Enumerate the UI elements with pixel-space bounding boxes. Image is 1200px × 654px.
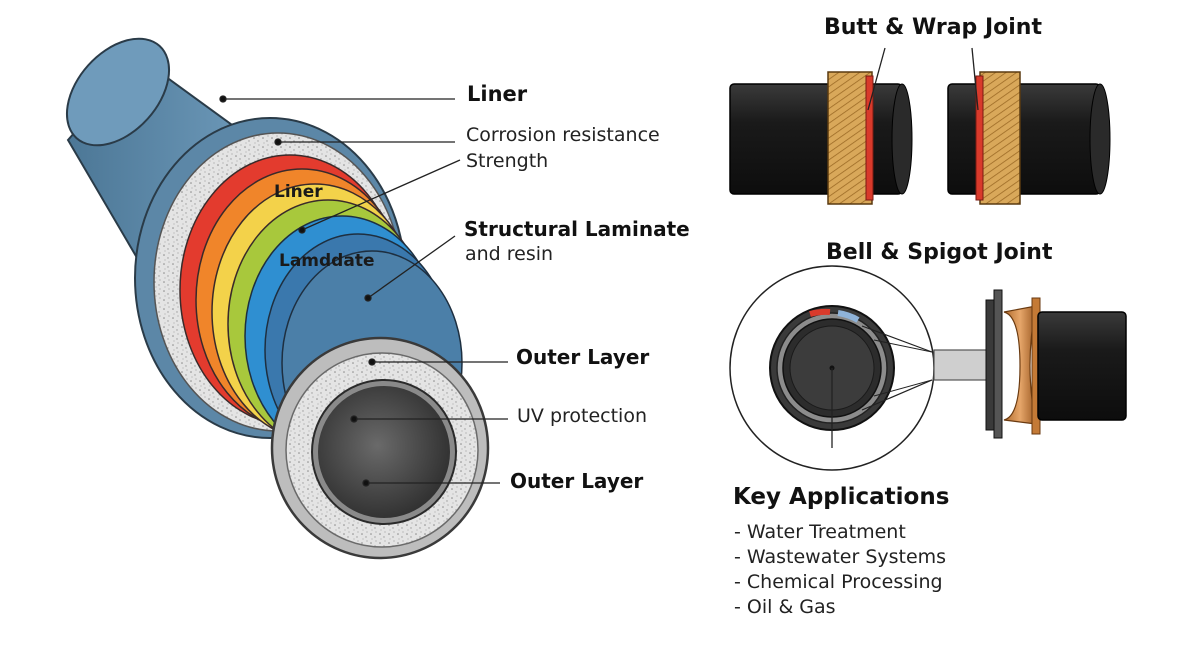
applications-title: Key Applications (733, 484, 950, 510)
spigot-copper-wrap (1003, 305, 1037, 425)
butt-wrap-title: Butt & Wrap Joint (824, 15, 1042, 40)
butt-left-wrap (827, 71, 873, 205)
callout-liner-title: Liner (467, 82, 528, 106)
spigot-stub (933, 349, 993, 381)
callout-strength: Strength (466, 150, 549, 172)
bell-spigot-joint (729, 265, 1127, 471)
butt-right-pipe-end (1089, 83, 1111, 195)
callout-structural-title: Structural Laminate (464, 217, 690, 241)
butt-left-pipe-end (891, 83, 913, 195)
butt-right-seal (975, 75, 984, 201)
callout-resin: and resin (465, 243, 554, 265)
application-item: - Water Treatment (734, 521, 906, 543)
callout-outer-title-2: Outer Layer (510, 469, 644, 493)
butt-right-wrap (979, 71, 1021, 205)
pipe-cutaway (65, 37, 490, 560)
bell-seal-red (809, 308, 831, 317)
band-label-laminate: Lamddate (279, 251, 375, 271)
bell-spigot-title: Bell & Spigot Joint (826, 240, 1053, 265)
callout-outer-title: Outer Layer (516, 345, 650, 369)
callout-uv: UV protection (517, 405, 648, 427)
application-item: - Wastewater Systems (734, 546, 947, 568)
butt-right-pipe (947, 83, 1101, 195)
butt-left-seal (865, 75, 874, 201)
outer-shell-back-cap (65, 37, 171, 147)
bell-seal-blue (837, 310, 860, 323)
bore (318, 386, 450, 518)
application-item: - Oil & Gas (734, 596, 836, 618)
callout-corrosion: Corrosion resistance (466, 124, 660, 146)
pipe-leader-lines (219, 95, 508, 487)
application-item: - Chemical Processing (734, 571, 943, 593)
butt-left-pipe (729, 83, 903, 195)
band-label-liner: Liner (274, 182, 323, 202)
spigot-flange-plate (993, 289, 1003, 439)
spigot-black-pipe (1037, 311, 1127, 421)
butt-wrap-joint (729, 47, 1111, 205)
